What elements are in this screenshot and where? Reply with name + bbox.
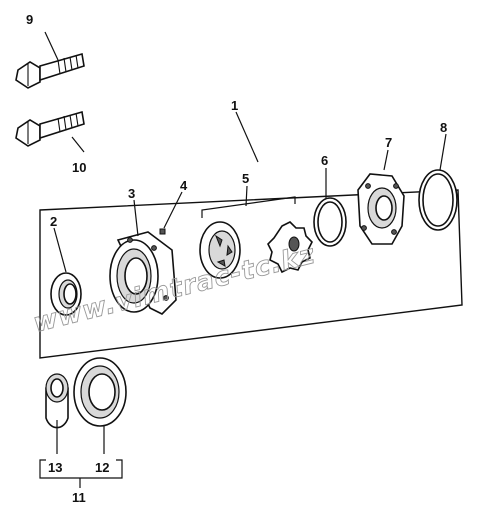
housing-3 (109, 231, 177, 315)
leader-lines (39, 31, 447, 488)
callout-5: 5 (242, 171, 249, 186)
callout-4: 4 (180, 178, 188, 193)
outer-race-12 (73, 357, 127, 427)
callout-6: 6 (321, 153, 328, 168)
pin-4 (159, 228, 166, 235)
callout-8: 8 (440, 120, 447, 135)
outer-rotor-5 (199, 221, 241, 279)
callout-7: 7 (385, 135, 392, 150)
cover-plate-7 (357, 173, 405, 245)
assembly-outline-box (39, 189, 463, 359)
inner-race-13 (45, 373, 69, 429)
callout-10: 10 (72, 160, 86, 175)
callout-12: 12 (95, 460, 109, 475)
bolt-10 (15, 110, 85, 147)
callout-3: 3 (128, 186, 135, 201)
inner-rotor-5 (267, 221, 313, 274)
callout-2: 2 (50, 214, 57, 229)
seal-2 (50, 272, 82, 316)
callout-9: 9 (26, 12, 33, 27)
o-ring-8 (418, 169, 458, 231)
bolt-9 (15, 52, 85, 89)
callout-1: 1 (231, 98, 238, 113)
callout-13: 13 (48, 460, 62, 475)
callout-11: 11 (72, 490, 86, 505)
o-ring-6 (313, 197, 347, 247)
